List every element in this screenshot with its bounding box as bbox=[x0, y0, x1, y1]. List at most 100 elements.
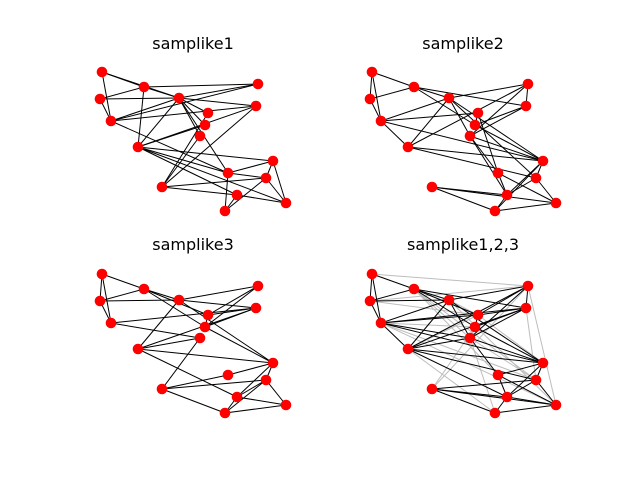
network-edge bbox=[407, 348, 544, 364]
network-edge bbox=[161, 186, 238, 196]
edge-layer bbox=[99, 273, 287, 414]
network-node bbox=[537, 357, 549, 369]
network-edge bbox=[380, 120, 409, 148]
network-edge bbox=[178, 83, 259, 99]
network-node bbox=[219, 205, 231, 217]
network-edge bbox=[178, 97, 201, 137]
network-node bbox=[464, 130, 476, 142]
network-edge bbox=[448, 97, 537, 179]
network-node bbox=[364, 295, 376, 307]
network-node bbox=[96, 268, 108, 280]
network-edge bbox=[143, 83, 259, 88]
network-node bbox=[520, 100, 532, 112]
network-edge bbox=[137, 146, 274, 162]
network-node bbox=[260, 172, 272, 184]
network-node bbox=[231, 189, 243, 201]
network-edge bbox=[224, 379, 267, 414]
network-node bbox=[105, 115, 117, 127]
network-edge bbox=[369, 299, 450, 302]
network-edge bbox=[161, 388, 226, 414]
network-edge bbox=[380, 120, 544, 162]
network-node bbox=[501, 391, 513, 403]
network-edge bbox=[227, 362, 274, 376]
edge-layer bbox=[99, 71, 287, 212]
network-edge bbox=[380, 97, 450, 122]
network-edge bbox=[236, 396, 287, 406]
network-edge bbox=[224, 172, 229, 212]
network-node bbox=[443, 294, 455, 306]
network-node bbox=[199, 321, 211, 333]
network-edge bbox=[227, 160, 274, 174]
network-node bbox=[96, 66, 108, 78]
network-edge bbox=[448, 83, 529, 99]
network-node bbox=[94, 295, 106, 307]
network-edge bbox=[494, 160, 544, 212]
network-node bbox=[469, 321, 481, 333]
network-edge bbox=[474, 124, 544, 162]
panel-samplike1-2-3: samplike1,2,3 bbox=[364, 235, 562, 419]
network-edge bbox=[431, 388, 557, 406]
network-edge bbox=[474, 326, 544, 364]
network-node bbox=[267, 357, 279, 369]
network-edge bbox=[101, 273, 145, 290]
network-edge bbox=[371, 273, 529, 287]
network-node bbox=[522, 280, 534, 292]
network-node bbox=[408, 283, 420, 295]
network-node bbox=[280, 399, 292, 411]
network-node bbox=[156, 181, 168, 193]
network-node bbox=[173, 294, 185, 306]
network-edge bbox=[369, 288, 415, 302]
network-edge bbox=[137, 86, 145, 148]
network-edge bbox=[178, 97, 206, 126]
network-node bbox=[138, 81, 150, 93]
network-edge bbox=[413, 86, 476, 126]
network-edge bbox=[413, 86, 527, 107]
network-node bbox=[550, 399, 562, 411]
network-edge bbox=[161, 177, 267, 188]
panel-title: samplike1 bbox=[152, 34, 234, 53]
network-edge bbox=[407, 97, 450, 148]
network-edge bbox=[110, 105, 257, 122]
network-edge bbox=[506, 177, 537, 196]
network-node bbox=[138, 283, 150, 295]
network-node bbox=[426, 383, 438, 395]
network-node bbox=[375, 317, 387, 329]
network-node bbox=[402, 141, 414, 153]
network-edge bbox=[99, 97, 180, 100]
network-edge bbox=[413, 288, 537, 381]
panel-samplike3: samplike3 bbox=[94, 235, 292, 419]
network-node bbox=[199, 119, 211, 131]
network-node bbox=[132, 343, 144, 355]
network-edge bbox=[101, 71, 112, 122]
network-edge bbox=[506, 379, 537, 398]
network-node bbox=[443, 92, 455, 104]
network-edge bbox=[407, 348, 508, 398]
network-edge bbox=[413, 86, 450, 99]
network-node bbox=[222, 369, 234, 381]
network-edge bbox=[535, 379, 557, 406]
network-edge bbox=[272, 160, 287, 204]
network-edge bbox=[161, 379, 267, 390]
network-edge bbox=[101, 273, 112, 324]
network-edge bbox=[469, 135, 544, 162]
network-edge bbox=[137, 97, 180, 148]
network-node bbox=[94, 93, 106, 105]
network-node bbox=[364, 93, 376, 105]
network-edge bbox=[469, 307, 527, 339]
network-node bbox=[492, 167, 504, 179]
network-edge bbox=[265, 177, 287, 204]
network-edge bbox=[525, 307, 537, 381]
network-edge bbox=[224, 177, 267, 212]
network-edge bbox=[110, 322, 201, 339]
network-node bbox=[194, 332, 206, 344]
network-edge bbox=[407, 307, 527, 350]
network-edge bbox=[380, 322, 471, 339]
network-edge bbox=[413, 288, 471, 339]
panel-title: samplike2 bbox=[422, 34, 504, 53]
network-node bbox=[530, 374, 542, 386]
panel-samplike2: samplike2 bbox=[364, 34, 562, 217]
node-layer bbox=[94, 268, 292, 419]
network-edge bbox=[137, 146, 287, 204]
panel-title: samplike3 bbox=[152, 235, 234, 254]
network-edge bbox=[469, 105, 527, 137]
